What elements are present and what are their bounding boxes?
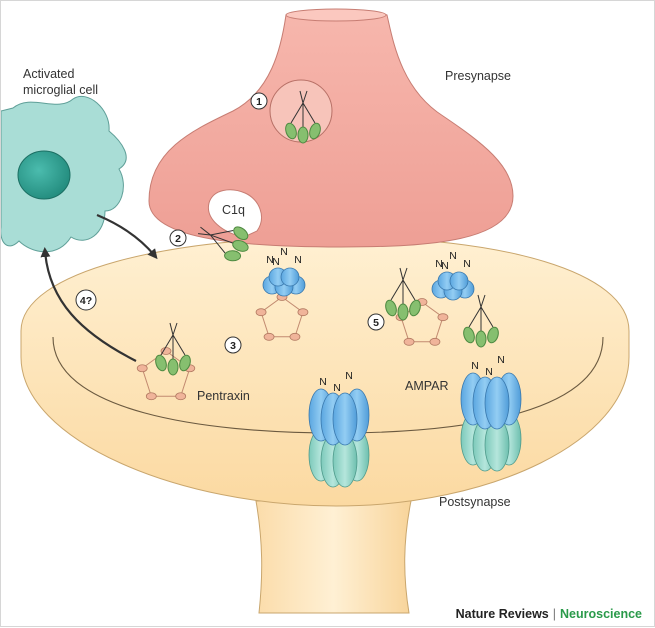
svg-text:N: N (266, 254, 274, 266)
svg-text:N: N (319, 376, 327, 388)
c1q-on-pentraxin (155, 322, 191, 376)
svg-text:N: N (280, 246, 288, 258)
svg-text:5: 5 (373, 317, 379, 329)
svg-text:N: N (345, 370, 353, 382)
svg-text:N: N (435, 258, 443, 270)
journal-name: Neuroscience (560, 607, 642, 621)
step-4-badge: 4? (75, 289, 97, 311)
svg-text:N: N (294, 254, 302, 266)
microglia-arrow-in (40, 247, 137, 362)
svg-text:N: N (471, 360, 479, 372)
postsynapse-label: Postsynapse (439, 495, 511, 509)
svg-text:4?: 4? (80, 295, 92, 307)
step-3-badge: 3 (224, 336, 242, 354)
svg-text:1: 1 (256, 96, 262, 108)
svg-text:2: 2 (175, 233, 181, 245)
step-5-badge: 5 (367, 313, 385, 331)
svg-text:3: 3 (230, 340, 236, 352)
svg-text:N: N (272, 256, 280, 268)
presynapse-label: Presynapse (445, 69, 511, 83)
svg-text:N: N (441, 260, 449, 272)
postsynapse-stalk (255, 500, 412, 614)
microglia-label-line2: microglial cell (23, 83, 98, 97)
microglia-nucleus (17, 150, 71, 200)
svg-text:N: N (497, 354, 505, 366)
svg-text:N: N (463, 258, 471, 270)
step-2-badge: 2 (169, 229, 187, 247)
c1q-notch (207, 189, 262, 238)
presynaptic-c1q (285, 90, 321, 144)
c1q-cluster-left (385, 267, 421, 321)
pentraxin-label: Pentraxin (197, 389, 250, 403)
credit-separator: | (552, 607, 557, 621)
step-1-badge: 1 (250, 92, 268, 110)
microglia-arrow-out (96, 213, 158, 260)
c1q-binding (198, 226, 249, 262)
c1q-label: C1q (222, 203, 245, 217)
publisher-name: Nature Reviews (455, 607, 549, 621)
svg-text:N: N (485, 366, 493, 378)
svg-text:N: N (449, 250, 457, 262)
ampar-label: AMPAR (405, 379, 449, 393)
c1q-cluster-right (463, 294, 499, 348)
journal-credit: Nature Reviews|Neuroscience (456, 607, 642, 621)
svg-text:N: N (333, 382, 341, 394)
presynapse-terminal (148, 10, 514, 248)
microglia-label-line1: Activated (23, 67, 74, 81)
